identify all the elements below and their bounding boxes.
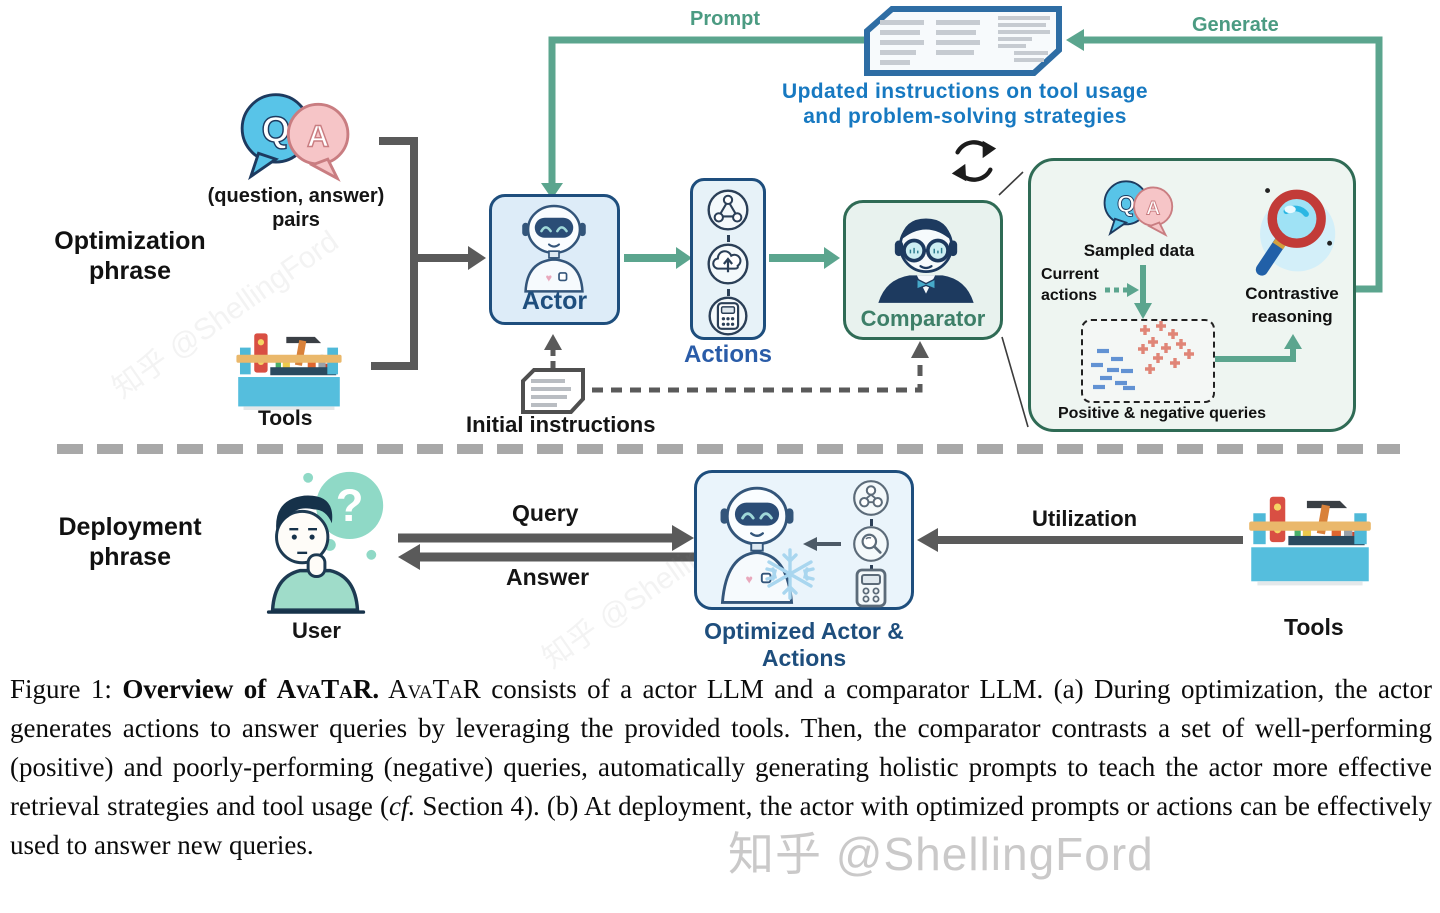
optimized-actor-box: ♥: [694, 470, 914, 610]
tools-label-deployment: Tools: [1284, 614, 1344, 640]
current-actions-label: Current actions: [1041, 266, 1099, 304]
comparator-box: Comparator: [843, 200, 1003, 340]
actor-box: ♥ Actor: [489, 194, 620, 325]
generate-arrow: [1084, 36, 1383, 293]
user-label: User: [292, 618, 341, 643]
panel-arrows: [1105, 265, 1302, 362]
comparator-robot-icon: [878, 218, 974, 303]
optimized-magnifier-icon: [853, 526, 889, 562]
positive-negative-label: Positive & negative queries: [1057, 405, 1267, 422]
qa-q-letter: Q: [1117, 190, 1135, 216]
generate-arrowhead: [1066, 29, 1084, 51]
optimized-calculator-icon: [855, 568, 887, 608]
toolbox-icon-deployment: [1249, 496, 1371, 586]
answer-arrowhead: [398, 544, 420, 570]
initial-to-comparator-dashed: [592, 356, 923, 393]
prompt-arrowhead: [541, 183, 563, 199]
zoom-link-lines: [998, 171, 1029, 428]
tools-label-optimization: Tools: [258, 407, 313, 430]
prompt-label: Prompt: [690, 8, 760, 30]
svg-text:♥: ♥: [546, 272, 552, 284]
actions-to-comparator-arrowhead: [824, 247, 840, 269]
query-label: Query: [512, 500, 579, 526]
svg-text:♥: ♥: [745, 572, 752, 586]
optimization-phase-label: Optimization phrase: [54, 227, 206, 285]
snowflake-icon: [765, 548, 815, 600]
contrastive-magnifier-icon: [1255, 188, 1336, 276]
sampled-data-qa-icon: Q A: [1103, 180, 1174, 238]
caption-prefix: Figure 1:: [10, 674, 123, 704]
caption-cf: cf.: [389, 791, 416, 821]
comparator-label: Comparator: [860, 306, 986, 331]
action-icon-connector: [870, 565, 873, 572]
actions-box: [690, 178, 766, 340]
actor-to-actions-arrowhead: [676, 247, 692, 269]
reason-action-icon: [707, 243, 749, 285]
scatter-marks: [1091, 321, 1194, 391]
prompt-arrow: [548, 36, 866, 183]
initial-instructions-document-icon: [521, 368, 585, 414]
deployment-phase-label: Deployment phrase: [58, 513, 202, 571]
caption-title-bold: Overview of AvaTaR.: [122, 674, 379, 704]
question-answer-icon: Q A: [240, 93, 350, 182]
answer-label: Answer: [506, 564, 590, 590]
optimized-network-icon: [853, 480, 889, 516]
toolbox-icon: [236, 333, 342, 410]
cycle-icon: [951, 140, 997, 182]
utilization-arrowhead: [917, 528, 938, 552]
calculator-action-icon: [708, 296, 748, 336]
icons-to-robot-arrow: [803, 537, 841, 551]
actor-label: Actor: [521, 287, 588, 315]
action-icon-connector: [727, 289, 730, 296]
initial-instructions-label: Initial instructions: [466, 412, 656, 437]
contrastive-reasoning-label: Contrastive reasoning: [1245, 284, 1339, 326]
caption-body-2: Section 4). (b) At deployment, the actor…: [10, 791, 1432, 860]
graph-action-icon: [707, 189, 749, 231]
actor-robot-icon: ♥: [522, 204, 586, 293]
caption-body-1: consists of a actor LLM and a comparator…: [10, 674, 1433, 821]
initial-to-comparator-arrowhead: [911, 341, 929, 358]
updated-instructions-document-icon: [864, 6, 1062, 76]
figure-caption: Figure 1: Overview of AvaTaR. AvaTaR con…: [10, 670, 1432, 865]
user-icon: ?: [266, 471, 384, 614]
qa-q-letter: Q: [262, 109, 290, 150]
watermark: 知乎 @ShellingFord: [728, 828, 1154, 880]
actions-label: Actions: [683, 341, 772, 368]
caption-avatar: AvaTaR: [379, 674, 481, 704]
qa-a-letter: A: [307, 119, 329, 154]
action-icon-connector: [870, 519, 873, 526]
qa-a-letter: A: [1146, 198, 1160, 220]
qa-pairs-label: (question, answer) pairs: [207, 185, 385, 231]
caption-title-text: Overview of: [122, 674, 277, 704]
input-bracket-arrowhead: [468, 246, 486, 270]
updated-instructions-label: Updated instructions on tool usage and p…: [782, 80, 1148, 129]
initial-to-actor-arrowhead: [544, 334, 562, 350]
comparator-inspection-panel: Q A Sampled data Current actions: [1028, 158, 1356, 432]
input-bracket: [371, 137, 468, 370]
query-arrowhead: [672, 525, 694, 551]
optimized-actor-label: Optimized Actor & Actions: [704, 618, 904, 671]
generate-label: Generate: [1192, 14, 1279, 36]
caption-title-avatar: AvaTaR.: [276, 674, 380, 704]
sampled-data-label: Sampled data: [1083, 241, 1195, 260]
utilization-label: Utilization: [1032, 506, 1138, 531]
action-icon-connector: [727, 235, 730, 242]
positive-negative-scatter: [1081, 319, 1215, 403]
question-mark: ?: [336, 480, 364, 531]
